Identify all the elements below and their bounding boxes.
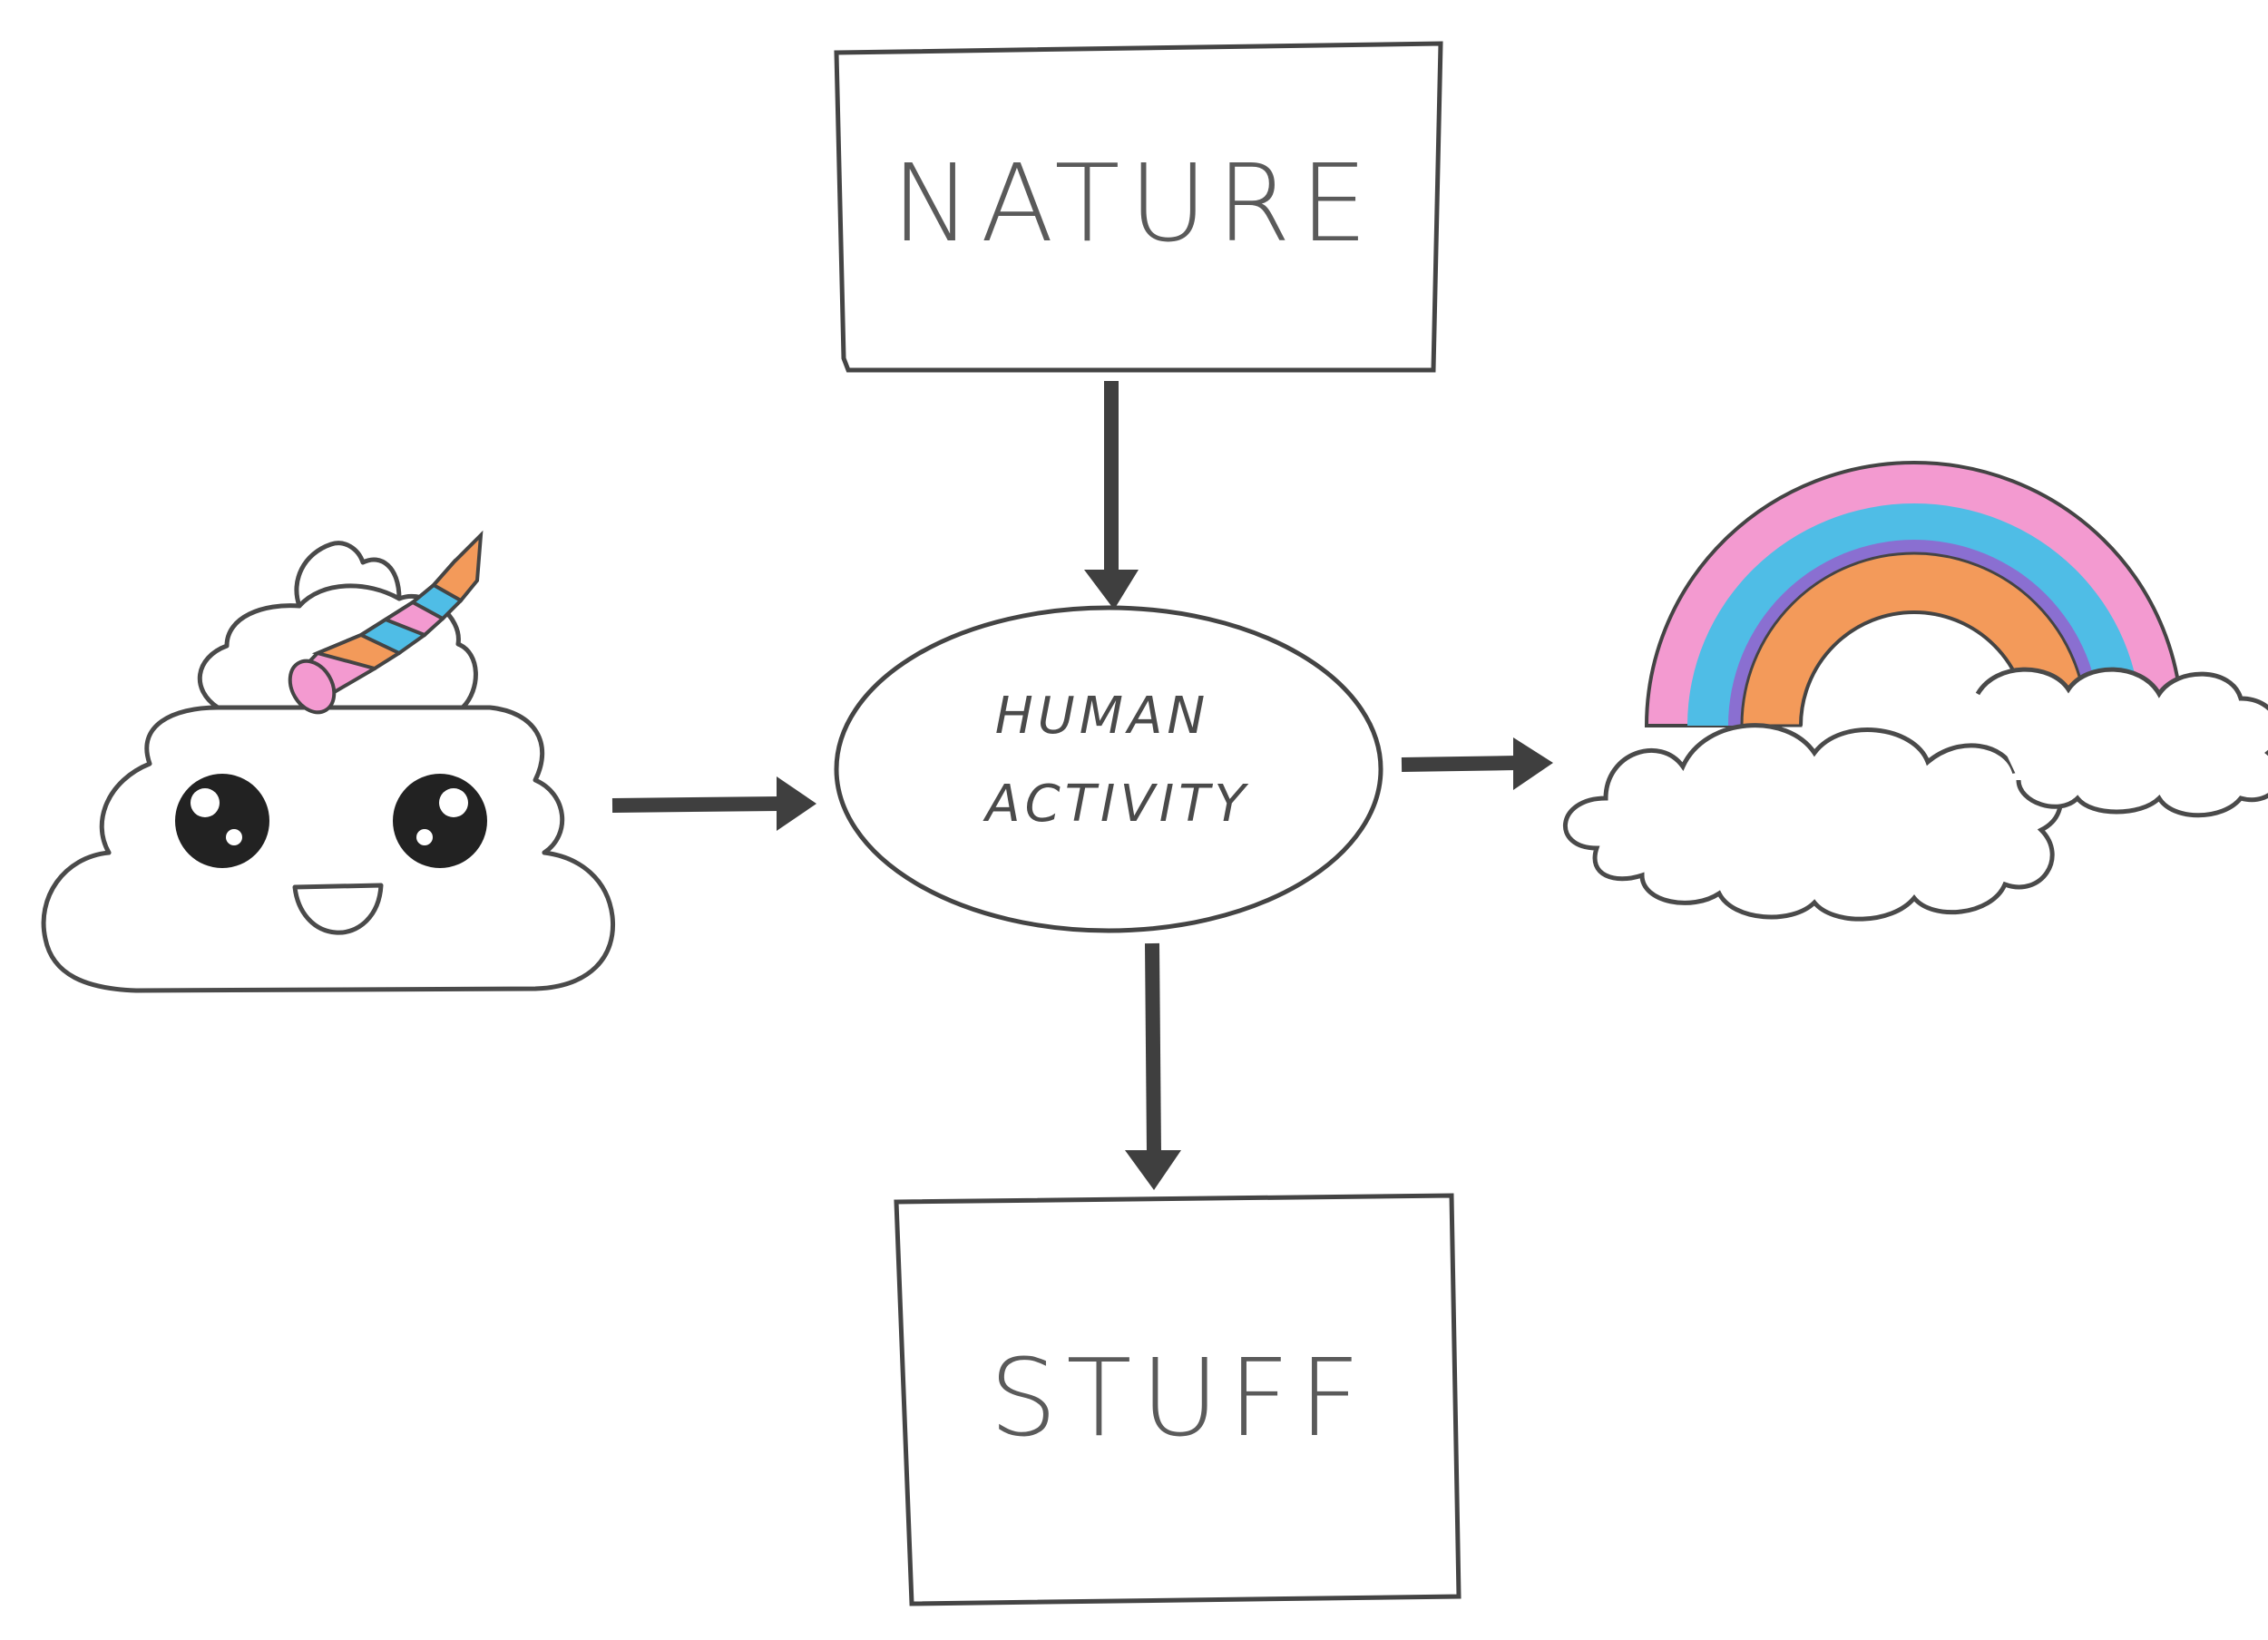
stuff-node: STUFF bbox=[894, 1193, 1461, 1606]
horn bbox=[288, 530, 484, 715]
smile bbox=[292, 883, 384, 935]
arrow-nature-to-activity bbox=[1084, 381, 1139, 610]
arrow-unicorn-to-activity bbox=[611, 776, 816, 831]
human-activity-node: HUMAN ACTIVITY bbox=[834, 605, 1383, 933]
nature-label: NATURE bbox=[892, 141, 1377, 266]
arrow-activity-to-stuff bbox=[1125, 942, 1181, 1190]
eye-left bbox=[175, 774, 269, 868]
arrow-activity-to-rainbow bbox=[1401, 737, 1553, 790]
eye-right bbox=[393, 774, 487, 868]
rainbow-cloud-icon bbox=[1562, 461, 2268, 922]
human-activity-label-line2: ACTIVITY bbox=[982, 775, 1249, 834]
unicorn-poop-icon bbox=[41, 530, 616, 993]
human-activity-label-line1: HUMAN bbox=[995, 687, 1210, 746]
nature-node: NATURE bbox=[834, 41, 1443, 373]
stuff-label: STUFF bbox=[989, 1335, 1369, 1460]
